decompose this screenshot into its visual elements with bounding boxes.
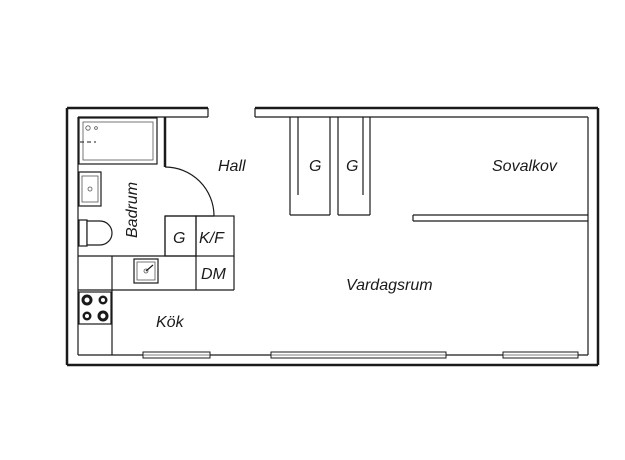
- room-label-fridge-freezer: K/F: [199, 230, 225, 247]
- sink-icon: [78, 171, 102, 207]
- room-label-kitchen: Kök: [156, 314, 185, 331]
- interior-walls: [78, 117, 588, 291]
- room-label-closet-1: G: [309, 158, 321, 175]
- room-label-dishwasher: DM: [201, 266, 227, 283]
- room-label-bathroom: Badrum: [124, 182, 141, 238]
- room-label-bedroom: Sovalkov: [492, 158, 558, 175]
- room-label-living-room: Vardagsrum: [346, 277, 433, 294]
- toilet-icon: [78, 219, 113, 247]
- room-label-closet-2: G: [346, 158, 358, 175]
- door-swing-icon: [164, 166, 215, 217]
- kitchen-sink-icon: [133, 258, 159, 284]
- stove-icon: [78, 291, 112, 325]
- room-label-hall: Hall: [218, 158, 246, 175]
- kitchen-counter: [78, 256, 196, 355]
- bathtub-icon: [78, 117, 158, 165]
- room-label-closet-3: G: [173, 230, 185, 247]
- windows: [142, 351, 579, 359]
